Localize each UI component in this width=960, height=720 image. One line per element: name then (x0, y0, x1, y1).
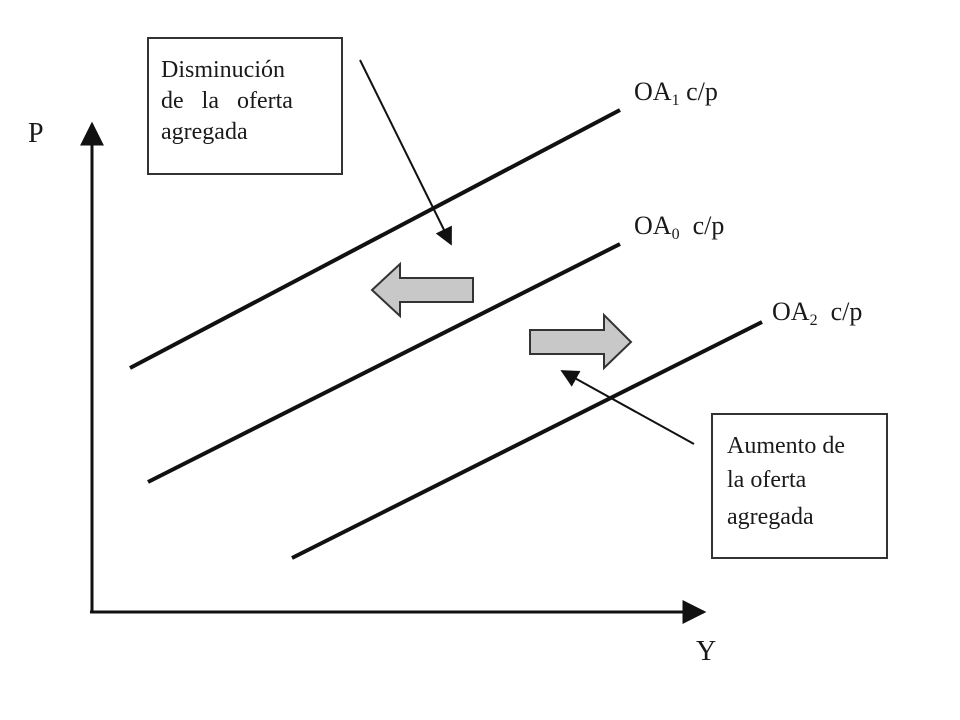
increase-note-line-3: agregada (727, 504, 814, 530)
curve-label-oa2: OA2 c/p (772, 297, 862, 329)
curve-oa0 (147, 242, 621, 484)
curve-oa2 (291, 320, 763, 560)
decrease-note-line-3: agregada (161, 119, 248, 145)
shift-right-arrow (529, 312, 633, 371)
decrease-note-line-2: de la oferta (161, 88, 293, 114)
x-axis-label: Y (696, 636, 716, 667)
curve-label-oa1: OA1 c/p (634, 77, 718, 109)
increase-note-line-2: la oferta (727, 467, 807, 493)
decrease-note-line-1: Disminución (161, 57, 285, 83)
increase-pointer-arrow (560, 370, 695, 445)
y-axis-label: P (28, 118, 44, 149)
decrease-note-box: Disminución de la oferta agregada (147, 37, 343, 175)
increase-note-line-1: Aumento de (727, 433, 845, 459)
increase-note-box: Aumento de la oferta agregada (711, 413, 888, 559)
shift-left-arrow (370, 261, 474, 319)
decrease-pointer-arrow (359, 59, 452, 246)
curve-oa1 (129, 108, 621, 370)
curve-label-oa0: OA0 c/p (634, 211, 724, 243)
